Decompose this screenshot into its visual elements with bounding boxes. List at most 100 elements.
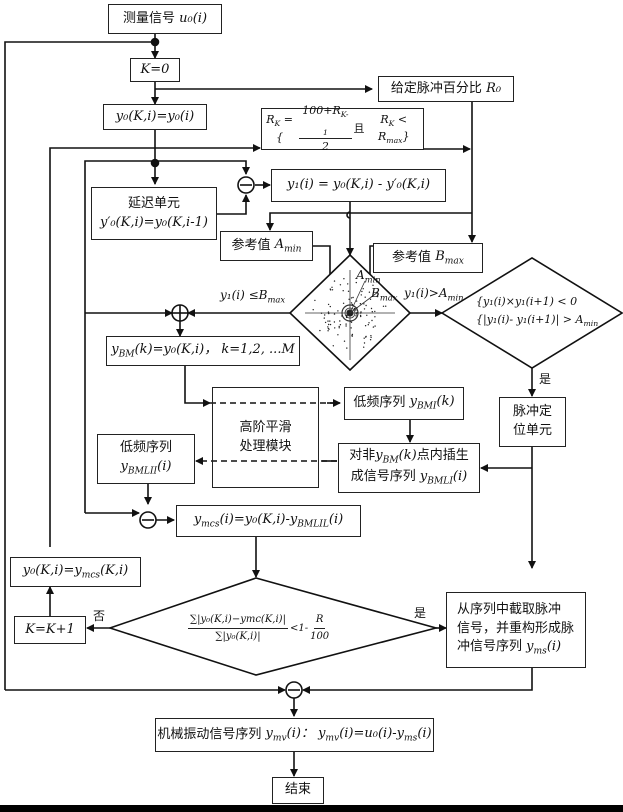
scatter-dot	[327, 303, 330, 306]
scatter-dot	[333, 321, 336, 323]
edge-to-amin	[266, 212, 472, 231]
scatter-dot	[348, 313, 350, 315]
scatter-dot	[367, 324, 369, 326]
interp-node: 对非yBM(k)点内插生 成信号序列 yBMLI(i)	[338, 443, 480, 493]
scatter-dot	[376, 295, 379, 298]
scatter-dot	[342, 290, 344, 292]
edge-label-yes-converge: 是	[414, 606, 427, 620]
edge-extract-final	[302, 667, 533, 694]
scatter-dot	[327, 320, 329, 322]
scatter-dot	[342, 302, 345, 304]
scatter-dot	[385, 305, 387, 307]
junction-dot	[150, 37, 160, 47]
scatter-dot	[351, 303, 354, 306]
y1-formula-node: y₁(i) = y₀(K,i) - y′₀(K,i)	[271, 169, 446, 202]
scatter-dot	[362, 288, 364, 290]
scatter-dot	[360, 294, 362, 296]
scatter-dot	[346, 315, 348, 318]
scatter-dot	[333, 280, 336, 282]
scatter-dot	[372, 326, 375, 328]
scatter-dot	[337, 310, 339, 312]
scatter-dot	[341, 315, 343, 317]
scatter-dot	[349, 311, 351, 313]
scatter-dot	[372, 284, 374, 286]
scatter-dot	[330, 289, 332, 291]
scatter-dot	[343, 278, 345, 280]
scatter-dot	[363, 308, 366, 310]
scatter-dot	[323, 317, 325, 319]
ybm-seq-node: yBM(k)=y₀(K,i)， k=1,2, ...M	[106, 336, 300, 366]
scatter-dot	[363, 342, 366, 344]
scatter-dot	[360, 312, 362, 314]
scatter-dot	[364, 325, 367, 327]
scatter-dot	[368, 291, 371, 293]
y0-update-node: y₀(K,i)=ymcs(K,i)	[10, 557, 141, 587]
delay-unit-node: 延迟单元 y′₀(K,i)=y₀(K,i-1)	[91, 187, 217, 240]
scatter-dot	[327, 326, 329, 328]
pulse-condition-diamond	[440, 257, 623, 369]
scatter-dot	[353, 308, 356, 310]
k-increment-node: K=K+1	[14, 616, 86, 644]
scatter-dot	[356, 307, 358, 309]
scatter-dot	[339, 324, 342, 326]
scatter-dot	[329, 320, 331, 322]
scatter-dot	[332, 345, 334, 347]
scatter-dot	[371, 319, 373, 322]
scatter-dot	[327, 323, 330, 326]
scatter-dot	[363, 346, 365, 348]
scatter-dot	[312, 309, 314, 311]
scatter-dot	[365, 304, 367, 307]
scatter-dot	[347, 290, 350, 292]
scatter-dot	[374, 325, 376, 327]
edge-delay-sub	[217, 194, 250, 215]
scatter-dot	[347, 283, 349, 285]
scatter-label-bmax: Bmax	[371, 286, 398, 303]
ymcs-node: ymcs(i)=y₀(K,i)-yBMLIL(i)	[176, 505, 361, 537]
scatter-dot	[355, 315, 357, 317]
scatter-dot	[338, 327, 340, 329]
scatter-dot	[350, 302, 353, 304]
scatter-dot	[319, 329, 321, 332]
ref-bmax-node: 参考值 Bmax	[373, 243, 483, 273]
scatter-dot	[337, 334, 339, 336]
scatter-dot	[369, 339, 372, 341]
scatter-dot	[324, 321, 327, 324]
edge-loop-outer	[4, 41, 155, 690]
scatter-dot	[361, 290, 363, 293]
start-node: 测量信号 u₀(i)	[108, 4, 222, 34]
scatter-dot	[364, 296, 366, 298]
end-node: 结束	[272, 777, 324, 804]
scatter-dot	[370, 336, 372, 339]
mech-vibration-node: 机械振动信号序列 ymv(i)： ymv(i)=u₀(i)-yms(i)	[155, 718, 434, 752]
scatter-dot	[339, 284, 342, 286]
edge-label-yes-pulse: 是	[539, 372, 552, 386]
scatter-dot	[331, 289, 334, 291]
scatter-dot	[370, 335, 372, 337]
scatter-dot	[328, 312, 330, 315]
edge-amin-diamond	[313, 245, 331, 283]
scatter-dot	[363, 303, 365, 305]
scatter-dot	[359, 314, 362, 317]
scatter-dot	[351, 334, 353, 336]
scatter-dot	[360, 311, 362, 313]
scatter-dot	[320, 312, 323, 314]
scatter-dot	[355, 309, 357, 311]
scatter-dot	[334, 327, 336, 329]
scatter-dot	[355, 281, 357, 284]
scatter-dot	[359, 303, 362, 305]
scatter-dot	[355, 313, 358, 315]
scatter-dot	[328, 328, 330, 330]
edge-loop-inner	[84, 160, 250, 513]
scatter-dot	[366, 314, 368, 316]
scatter-dot	[327, 330, 329, 332]
scatter-dot	[355, 300, 358, 302]
scatter-dot	[370, 307, 373, 310]
smoothing-module-node: 高阶平滑 处理模块	[212, 387, 319, 488]
scatter-dot	[329, 305, 331, 308]
scatter-dot	[374, 316, 376, 318]
scatter-dot	[356, 311, 358, 314]
edge-label-le-bmax: y₁(i) ≤Bmax	[220, 288, 286, 305]
scatter-dot	[314, 299, 316, 302]
